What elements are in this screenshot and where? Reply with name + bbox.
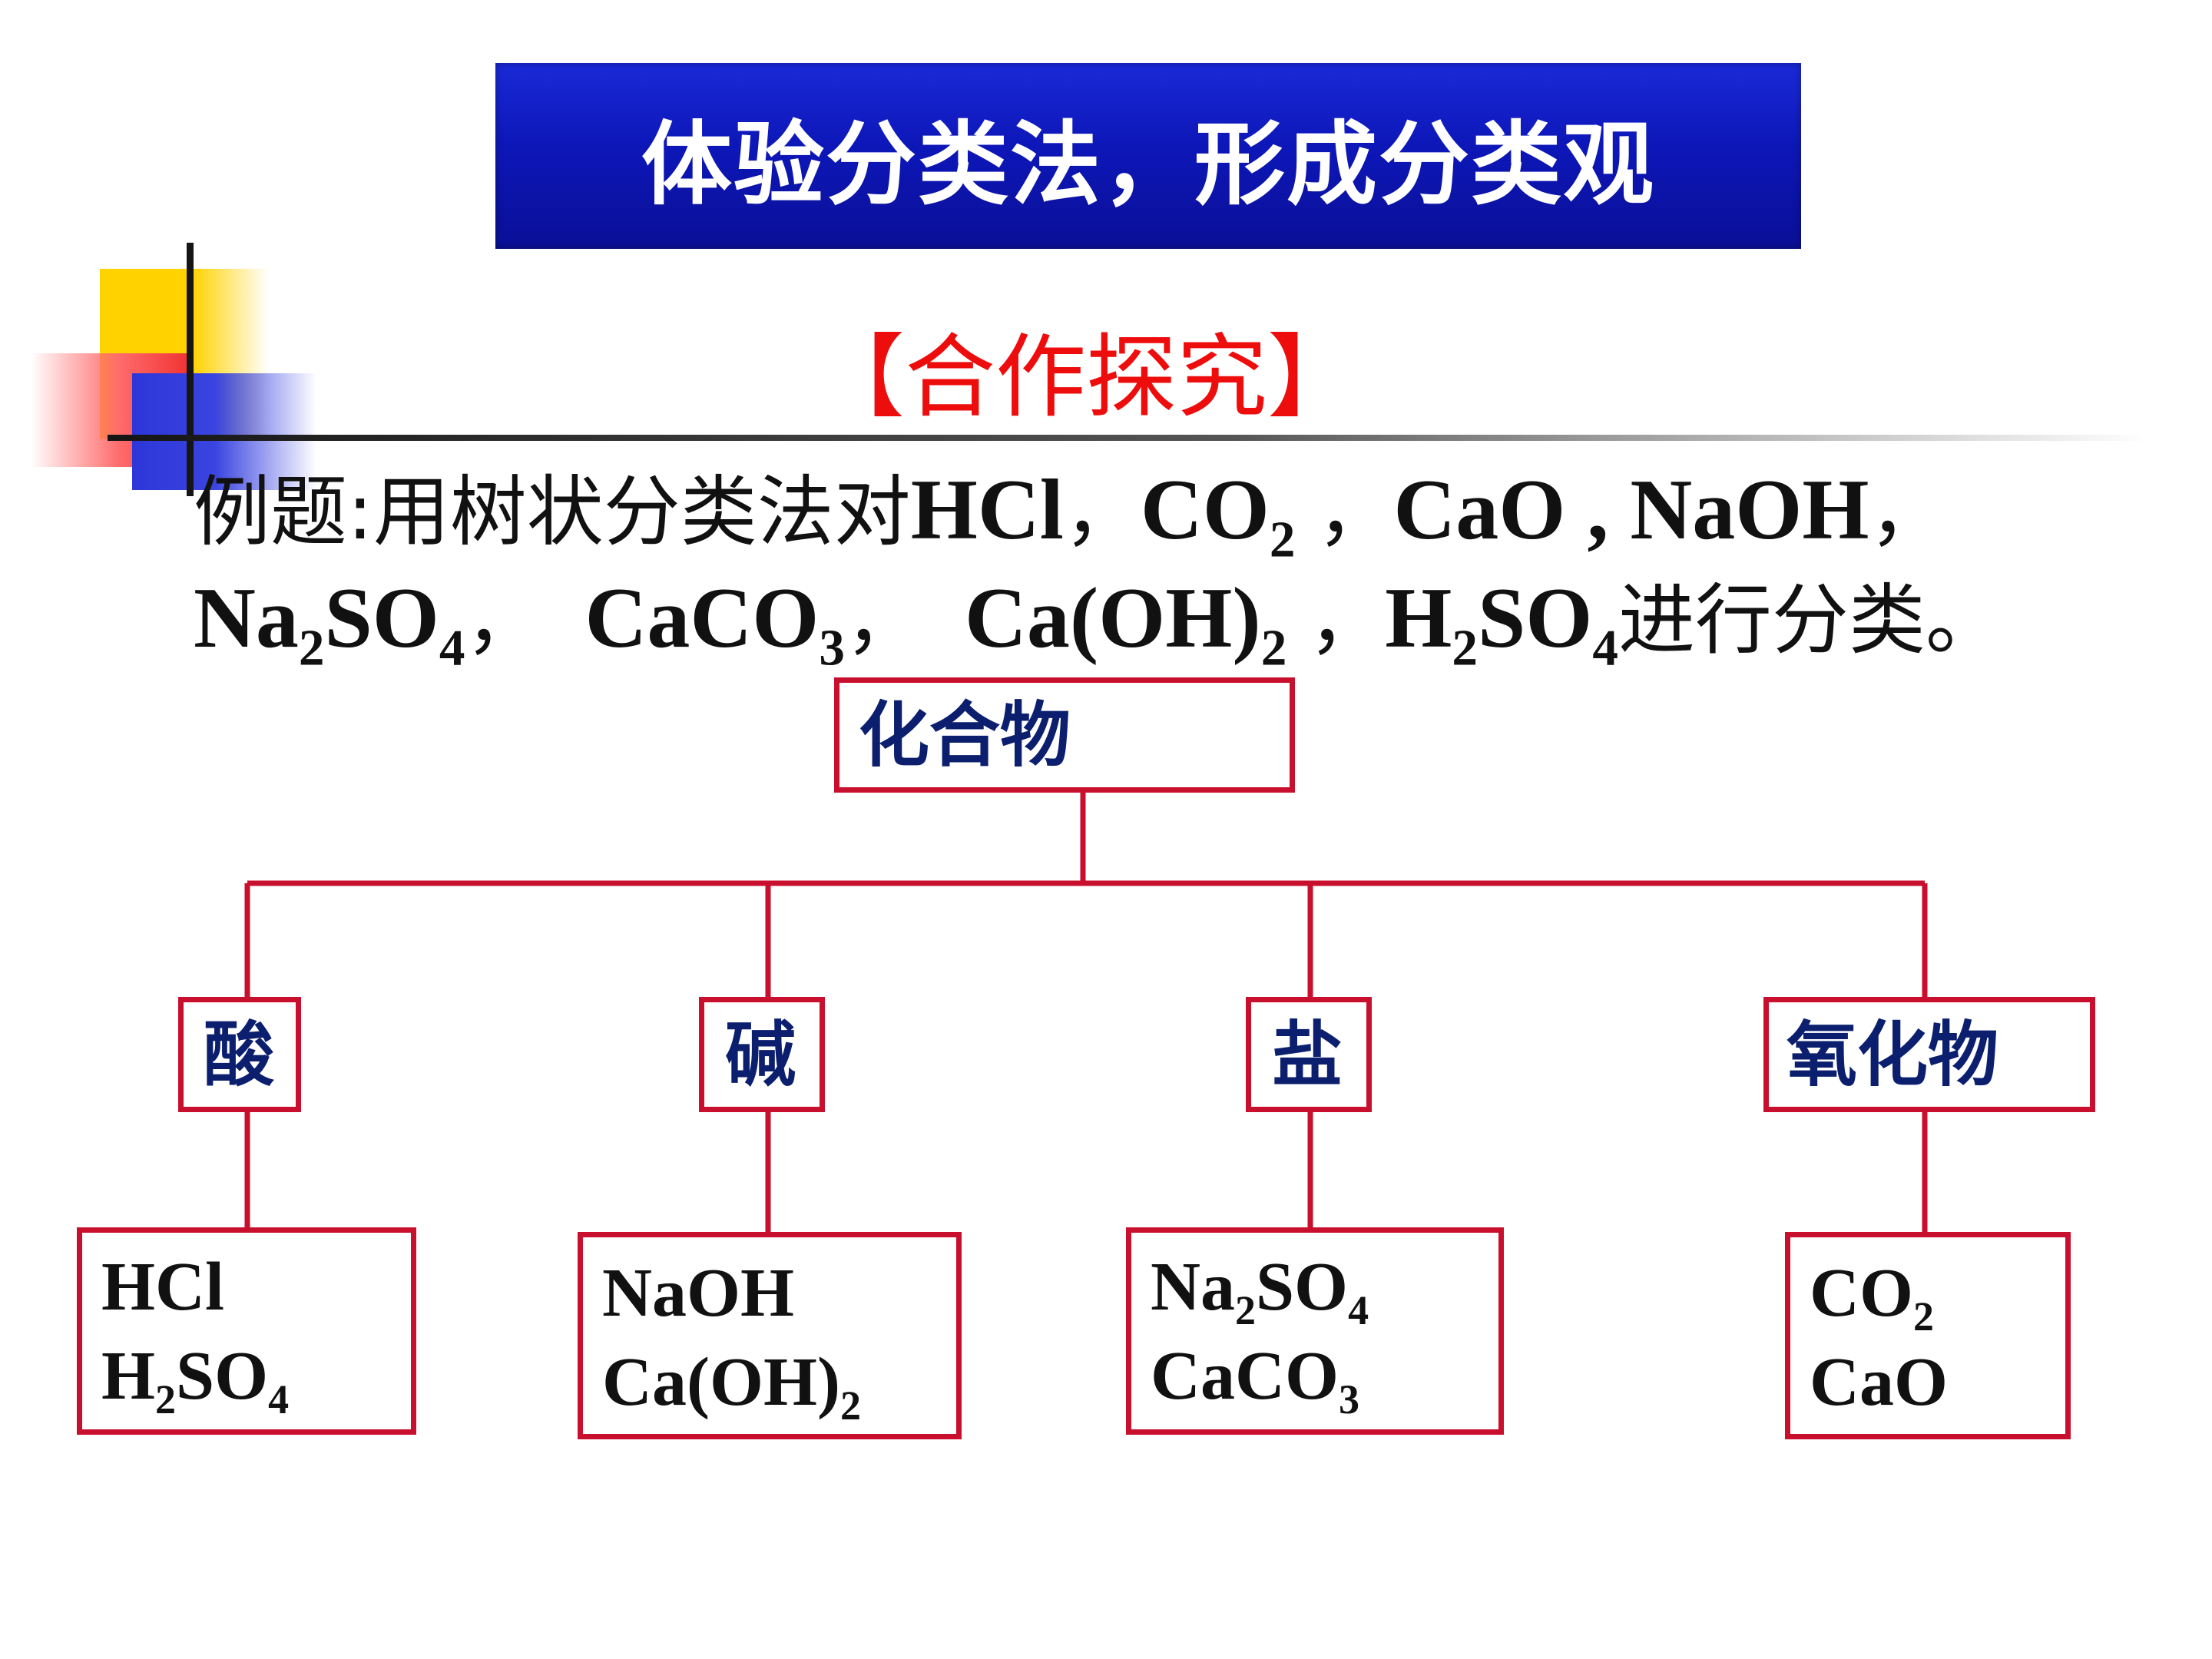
problem-suffix: 进行分类。 — [1618, 575, 2002, 665]
compound-formula: CO2 — [1140, 462, 1296, 568]
member-formula: HCl — [101, 1249, 225, 1325]
problem-line-2: Na2SO4， CaCO3， Ca(OH)2 ，H2SO4进行分类。 — [194, 571, 2002, 677]
category-label-acid: 酸 — [204, 1014, 275, 1096]
member-formula: CaO — [1810, 1344, 1948, 1420]
compound-formula: H2SO4 — [1385, 571, 1618, 677]
members-box-salt — [1126, 1227, 1504, 1435]
category-box-oxide — [1763, 997, 2095, 1112]
member-formula: H2SO4 — [101, 1338, 290, 1422]
category-box-salt — [1246, 997, 1372, 1112]
category-label-oxide: 氧化物 — [1786, 1014, 1999, 1096]
problem-line-1: 例题:用树状分类法对HCl，CO2 ，CaO , NaOH， — [194, 462, 1946, 568]
problem-statement: 例题:用树状分类法对HCl，CO2 ，CaO , NaOH， Na2SO4， C… — [194, 457, 2160, 674]
category-box-acid — [178, 997, 301, 1112]
category-label-salt: 盐 — [1272, 1014, 1343, 1096]
problem-prefix: 例题:用树状分类法对 — [194, 467, 911, 557]
decor-blue-square — [132, 373, 316, 490]
members-acid: HCl H2SO4 — [101, 1243, 289, 1421]
compound-formula: CaO — [1393, 462, 1566, 558]
members-salt: Na2SO4 CaCO3 — [1151, 1243, 1369, 1421]
compound-formula: NaOH — [1630, 462, 1869, 558]
category-box-base — [699, 997, 825, 1112]
tree-root-label: 化合物 — [859, 694, 1071, 777]
members-oxide: CO2 CaO — [1810, 1249, 1948, 1427]
members-box-acid — [77, 1227, 416, 1435]
member-formula: NaOH — [602, 1255, 795, 1331]
compound-formula: HCl — [910, 462, 1064, 558]
decor-vertical-line — [187, 243, 194, 496]
tree-root-box — [834, 677, 1295, 793]
category-label-base: 碱 — [725, 1014, 796, 1096]
member-formula: Na2SO4 — [1151, 1249, 1369, 1333]
members-box-oxide — [1785, 1232, 2071, 1439]
member-formula: Ca(OH)2 — [602, 1344, 861, 1429]
page-title: 体验分类法，形成分类观 — [641, 111, 1655, 217]
compound-formula: CaCO3 — [584, 571, 845, 677]
decor-horizontal-line — [108, 435, 2151, 441]
section-subtitle: 【合作探究】 — [814, 324, 1359, 430]
members-box-base — [578, 1232, 962, 1439]
member-formula: CO2 — [1810, 1255, 1934, 1339]
member-formula: CaCO3 — [1151, 1338, 1359, 1422]
members-base: NaOH Ca(OH)2 — [602, 1249, 861, 1427]
title-banner: 体验分类法，形成分类观 — [495, 63, 1801, 249]
compound-formula: Na2SO4 — [194, 571, 465, 677]
compound-formula: Ca(OH)2 — [964, 571, 1287, 677]
